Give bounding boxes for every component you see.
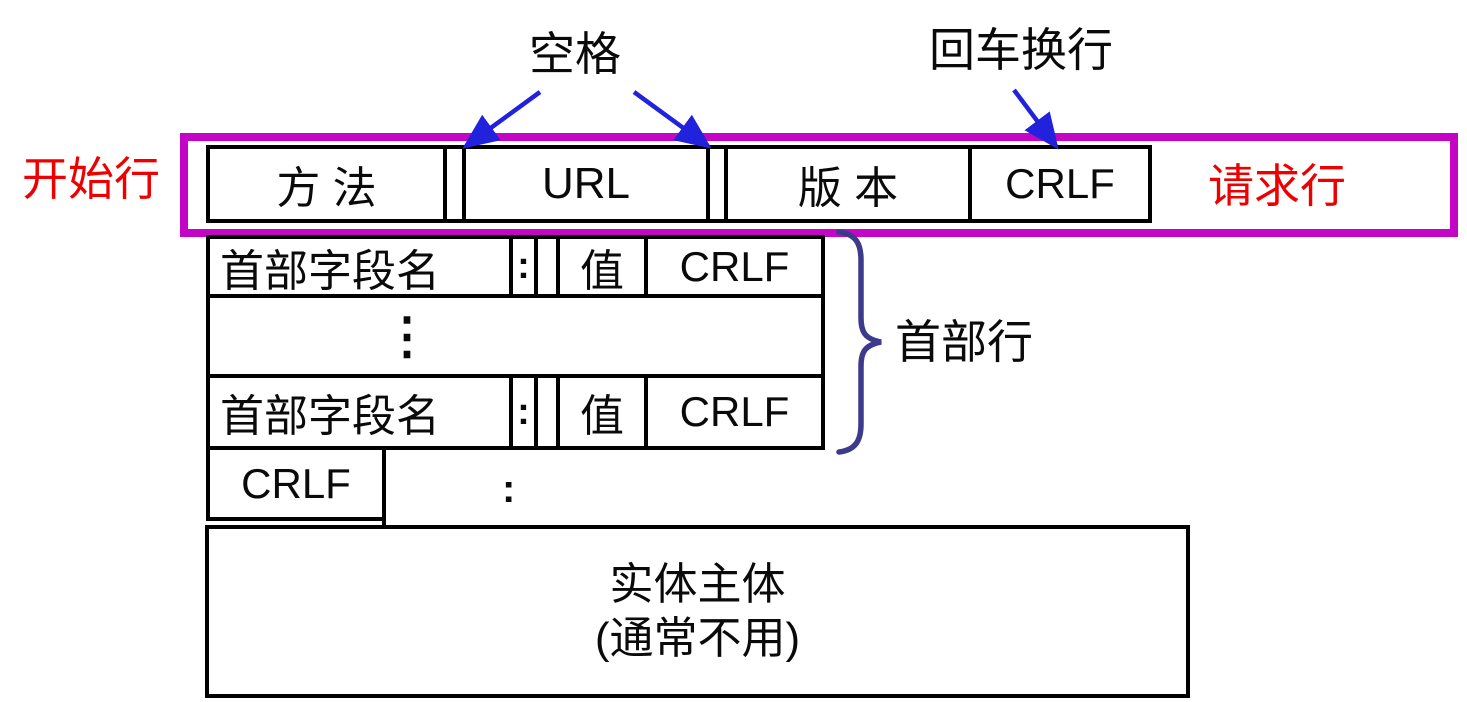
- blank-line-crlf-cell: CRLF: [206, 446, 386, 521]
- method-cell: 方 法: [206, 145, 447, 223]
- entity-body-line2: (通常不用): [594, 613, 801, 663]
- colon-glyph: :: [517, 390, 530, 433]
- version-cell: 版 本: [724, 145, 972, 223]
- vertical-ellipsis: ⋮: [382, 308, 432, 364]
- header-value-cell-2: 值: [556, 374, 648, 450]
- label-header-lines: 首部行: [895, 316, 1033, 368]
- label-request-line: 请求行: [1208, 160, 1346, 212]
- header-value-cell-1: 值: [556, 235, 648, 298]
- url-cell: URL: [462, 145, 710, 223]
- blank-line-colon: :: [502, 466, 516, 511]
- header-lines-brace-icon: [836, 229, 882, 455]
- request-crlf-cell: CRLF: [968, 145, 1152, 223]
- header-crlf-cell-2: CRLF: [644, 374, 825, 450]
- header-field-name-cell-1: 首部字段名: [206, 235, 513, 298]
- colon-glyph: :: [517, 245, 530, 287]
- entity-body-box: 实体主体 (通常不用): [205, 525, 1190, 698]
- label-space: 空格: [529, 28, 621, 80]
- label-crlf-annotation: 回车换行: [929, 24, 1113, 76]
- label-start-line: 开始行: [22, 153, 160, 205]
- blank-line-colon-area: :: [382, 446, 824, 528]
- entity-body-line1: 实体主体: [609, 559, 786, 609]
- ellipsis-row: ⋮: [206, 294, 825, 378]
- header-crlf-cell-1: CRLF: [644, 235, 825, 298]
- header-field-name-cell-2: 首部字段名: [206, 374, 513, 450]
